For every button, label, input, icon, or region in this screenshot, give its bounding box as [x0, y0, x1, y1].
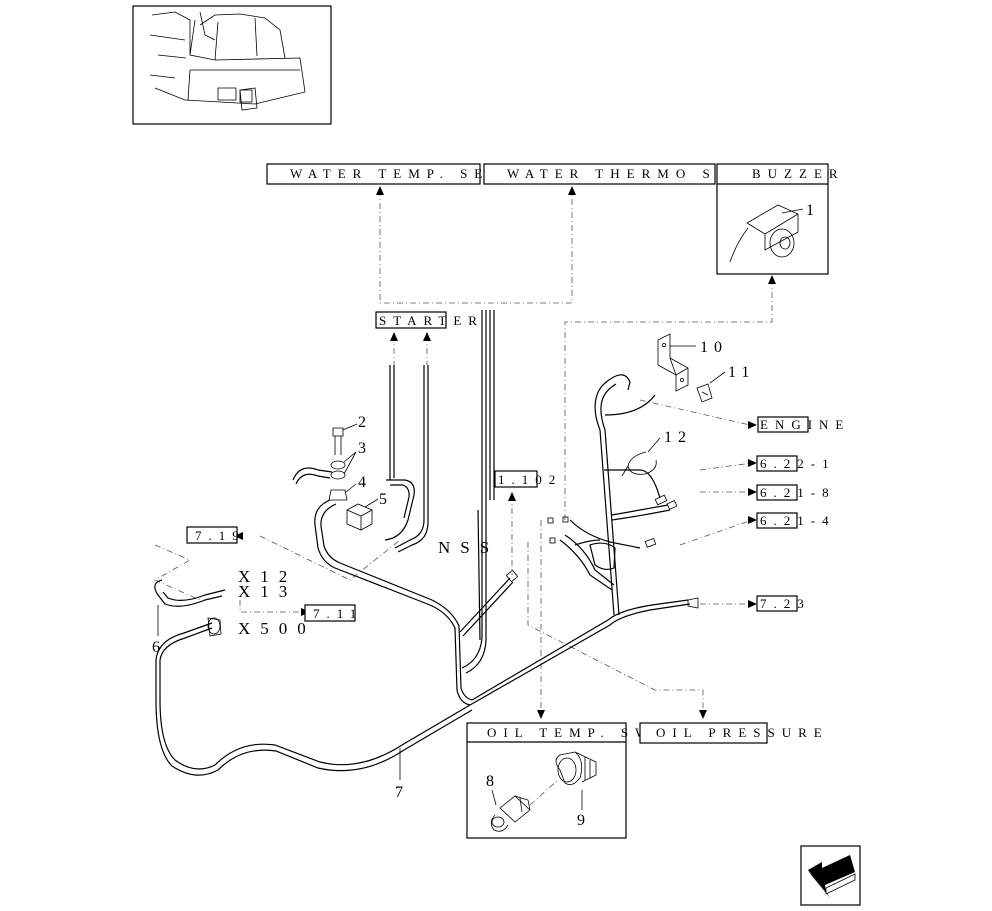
- part-tie-12[interactable]: 12: [621, 429, 692, 477]
- oil-pressure-box[interactable]: OIL PRESSURE: [639, 722, 829, 744]
- svg-text:1: 1: [806, 202, 820, 219]
- svg-text:BUZZER: BUZZER: [752, 166, 845, 181]
- svg-text:11: 11: [728, 364, 755, 381]
- starter-box[interactable]: STARTER: [375, 311, 484, 329]
- part-clip-11[interactable]: 11: [696, 364, 755, 403]
- svg-text:1.102: 1.102: [498, 472, 562, 487]
- ref-1-102-box[interactable]: 1.102: [494, 470, 562, 488]
- part-washer-3[interactable]: 3: [330, 440, 372, 480]
- water-temp-sender-box[interactable]: WATER TEMP. SENDER: [266, 163, 553, 185]
- svg-text:7: 7: [395, 784, 409, 801]
- ref-7-11-box[interactable]: 7.11: [304, 604, 363, 622]
- svg-text:X13: X13: [238, 582, 297, 601]
- svg-text:6.22-1: 6.22-1: [760, 456, 836, 471]
- part-harness-7[interactable]: 7: [395, 748, 409, 801]
- ref-6-22-1-box[interactable]: 6.22-1: [756, 455, 836, 472]
- svg-text:3: 3: [358, 440, 372, 457]
- svg-text:7.11: 7.11: [313, 606, 363, 621]
- svg-text:7.23: 7.23: [760, 596, 811, 611]
- part-cable-6[interactable]: 6: [152, 579, 226, 656]
- svg-text:6.21-8: 6.21-8: [760, 485, 836, 500]
- svg-text:6.21-4: 6.21-4: [760, 513, 836, 528]
- arrow-heads: [234, 186, 776, 719]
- wiring-harness: [155, 310, 691, 776]
- svg-text:9: 9: [577, 812, 591, 829]
- svg-text:4: 4: [358, 474, 372, 491]
- ref-7-23-box[interactable]: 7.23: [756, 595, 811, 612]
- part-bracket-10[interactable]: 10: [657, 333, 728, 392]
- wire-labels: X12 X13 X500 NSS: [238, 538, 499, 638]
- svg-text:7.19: 7.19: [195, 528, 246, 543]
- ref-7-19-box[interactable]: 7.19: [186, 526, 246, 544]
- tractor-location-thumbnail[interactable]: [132, 5, 332, 125]
- ref-6-21-4-box[interactable]: 6.21-4: [756, 512, 836, 529]
- connectors: [207, 494, 699, 637]
- oil-temp-switch-box[interactable]: OIL TEMP. SWITCH 8 9: [466, 722, 713, 839]
- svg-text:NSS: NSS: [438, 538, 499, 557]
- svg-text:OIL PRESSURE: OIL PRESSURE: [656, 725, 829, 740]
- ref-6-21-8-box[interactable]: 6.21-8: [756, 484, 836, 501]
- svg-text:6: 6: [152, 639, 166, 656]
- svg-text:5: 5: [379, 491, 393, 508]
- svg-text:WATER TEMP. SENDER: WATER TEMP. SENDER: [290, 166, 553, 181]
- svg-text:X12: X12: [238, 567, 297, 586]
- part-nut-4[interactable]: 4: [328, 474, 372, 501]
- part-relay-5[interactable]: 5: [346, 491, 393, 531]
- buzzer-box[interactable]: BUZZER 1: [716, 163, 845, 275]
- next-page-arrow-icon[interactable]: [800, 845, 861, 906]
- svg-text:ENGINE: ENGINE: [760, 417, 850, 432]
- svg-text:8: 8: [486, 773, 500, 790]
- svg-text:10: 10: [700, 339, 728, 356]
- svg-text:12: 12: [664, 429, 692, 446]
- engine-box[interactable]: ENGINE: [757, 416, 850, 433]
- svg-text:2: 2: [358, 414, 372, 431]
- part-bolt-2[interactable]: 2: [332, 414, 372, 455]
- svg-text:STARTER: STARTER: [379, 313, 484, 328]
- svg-text:X500: X500: [238, 619, 316, 638]
